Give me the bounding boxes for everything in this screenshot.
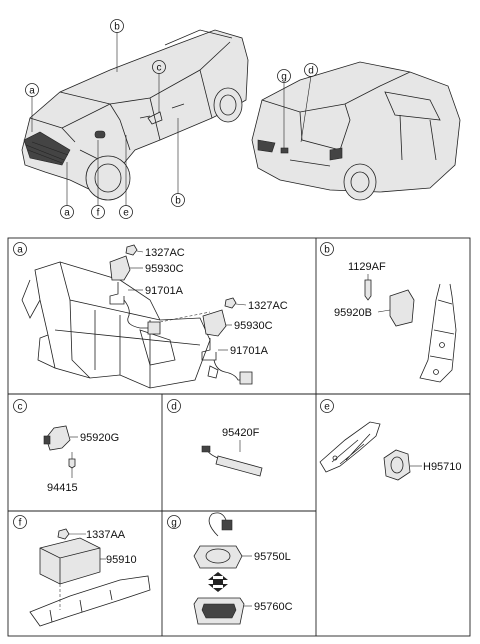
svg-text:a: a xyxy=(29,86,35,97)
label-95920G: 95920G xyxy=(80,432,119,444)
panel-g-letter: g xyxy=(171,518,177,529)
svg-text:b: b xyxy=(175,196,181,207)
panel-e-letter: e xyxy=(324,402,330,413)
panel-grid xyxy=(7,237,471,637)
panel-b: b 1129AF 95920B xyxy=(320,242,457,383)
svg-text:d: d xyxy=(308,66,314,77)
front-callout-a-bottom: a xyxy=(60,162,74,219)
label-1327AC-lower: 1327AC xyxy=(248,300,288,312)
panel-f-letter: f xyxy=(19,518,22,529)
svg-text:c: c xyxy=(157,63,162,74)
label-95910: 95910 xyxy=(106,554,137,566)
label-95750L: 95750L xyxy=(254,551,291,563)
svg-text:g: g xyxy=(281,72,287,83)
front-callout-e: e xyxy=(119,135,133,219)
label-1327AC-upper: 1327AC xyxy=(145,247,185,259)
svg-text:e: e xyxy=(123,208,129,219)
front-car-illustration xyxy=(21,29,249,201)
panel-b-letter: b xyxy=(324,245,330,256)
panel-c: c 95920G 94415 xyxy=(13,399,119,494)
label-95420F: 95420F xyxy=(222,427,260,439)
svg-text:a: a xyxy=(64,208,70,219)
rear-car-illustration xyxy=(251,61,461,201)
label-95930C-upper: 95930C xyxy=(145,263,184,275)
lower-sensor-assembly xyxy=(159,297,253,385)
label-91701A-upper: 91701A xyxy=(145,285,184,297)
rear-callout-g: g xyxy=(277,69,291,148)
panel-f: f 1337AA 95910 xyxy=(13,515,151,627)
rear-callout-d: d xyxy=(300,63,318,143)
label-95760C: 95760C xyxy=(254,601,293,613)
front-callout-a-top: a xyxy=(25,83,39,132)
front-callout-b-bottom: b xyxy=(171,118,185,207)
front-callout-b-top: b xyxy=(110,19,124,72)
panel-g: g 95750L 95760C xyxy=(167,512,293,625)
panel-d: d 95420F xyxy=(167,399,263,477)
label-94415: 94415 xyxy=(47,482,78,494)
label-91701A-lower: 91701A xyxy=(230,345,269,357)
label-95930C-lower: 95930C xyxy=(234,320,273,332)
panel-c-letter: c xyxy=(18,402,23,413)
front-callout-f: f xyxy=(91,140,105,219)
label-H95710: H95710 xyxy=(423,461,462,473)
radiator-support-frame xyxy=(21,261,211,389)
svg-text:b: b xyxy=(114,22,120,33)
panel-e: e H95710 xyxy=(319,399,462,481)
upper-sensor-assembly xyxy=(109,244,161,335)
panel-a: a 1327AC 95930C 91701A xyxy=(13,242,288,389)
label-95920B: 95920B xyxy=(334,307,372,319)
label-1337AA: 1337AA xyxy=(86,529,126,541)
panel-a-letter: a xyxy=(17,245,23,256)
front-callout-c: c xyxy=(152,60,166,112)
label-1129AF: 1129AF xyxy=(348,261,386,273)
svg-text:f: f xyxy=(97,208,100,219)
panel-d-letter: d xyxy=(171,402,177,413)
